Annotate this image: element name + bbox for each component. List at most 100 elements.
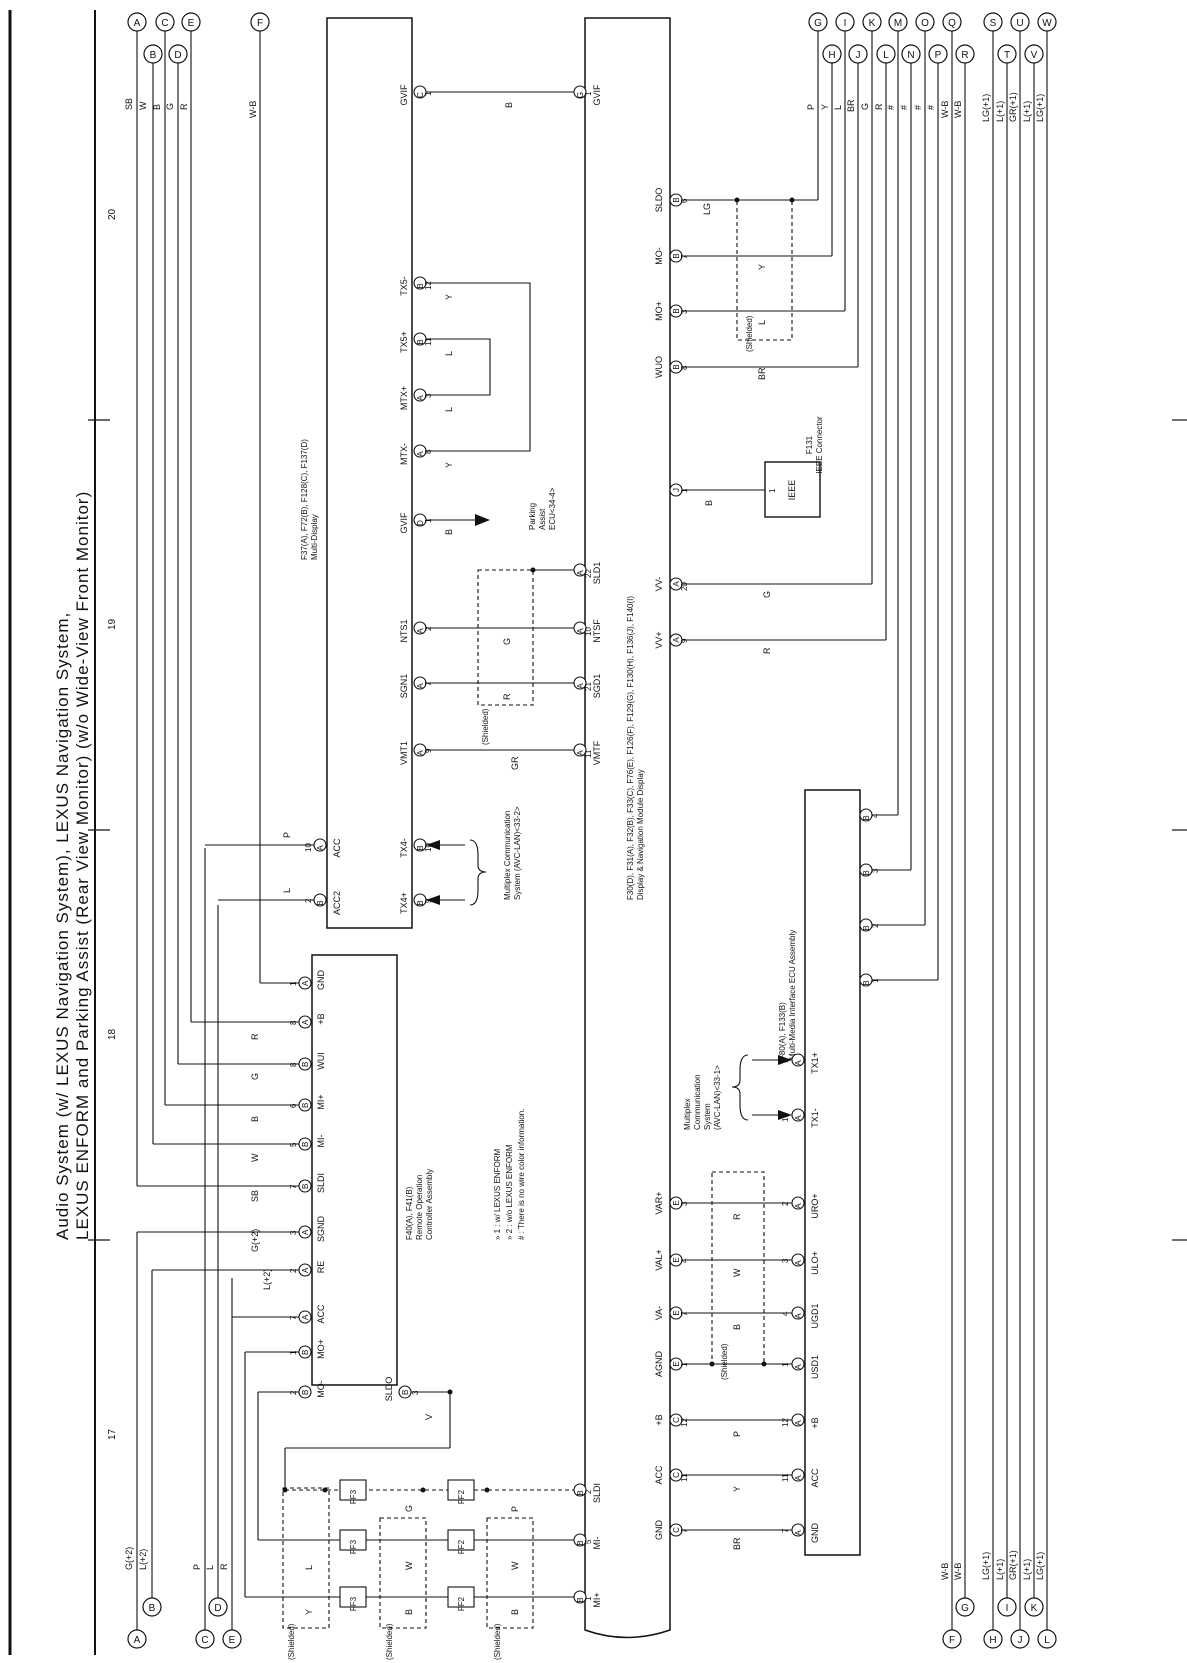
rb-wire-l1: L(+1) bbox=[995, 1559, 1005, 1580]
rc-conn-sldo: B bbox=[401, 1390, 410, 1395]
left-wire-r: R bbox=[179, 103, 189, 110]
dn-pin-mop: MO+ bbox=[654, 301, 664, 321]
mux-lower-line3: System bbox=[703, 1103, 712, 1130]
mmi-conn-urop: A bbox=[794, 1203, 803, 1209]
dn-pin-sld1: SLD1 bbox=[592, 562, 602, 585]
rc-num-wui: 8 bbox=[289, 1062, 298, 1067]
grid-number-20: 20 bbox=[107, 208, 118, 220]
rc-conn-mim: B bbox=[301, 1142, 310, 1147]
dn-pin-valp: VAL+ bbox=[654, 1249, 664, 1271]
dn-conn-agnd: E bbox=[672, 1361, 681, 1366]
dn-pin-gvif: GVIF bbox=[592, 84, 602, 106]
rc-conn-re: A bbox=[301, 1267, 310, 1273]
wire-tx5-y: Y bbox=[444, 294, 454, 300]
md-pin-vmt1: VMT1 bbox=[399, 741, 409, 765]
dn-conn-sldi: B bbox=[576, 1490, 585, 1495]
rc-conn-plusb: A bbox=[301, 1019, 310, 1025]
rc-wire-l2: L(+2) bbox=[262, 1269, 272, 1290]
rc-pin-sldi: SLDI bbox=[316, 1173, 326, 1193]
ff-wire-y: Y bbox=[304, 1609, 314, 1615]
rb-wire-lg1: LG(+1) bbox=[981, 1552, 991, 1580]
rt-wire-wb2: W-B bbox=[953, 101, 963, 118]
mmi-pin-ugd1: UGD1 bbox=[810, 1303, 820, 1328]
rt-conn-i: I bbox=[844, 18, 847, 29]
wire-mom-y: Y bbox=[757, 264, 767, 270]
dn-conn-mom: B bbox=[672, 253, 681, 258]
mux-upper-line2: System (AVC-LAN)<33-2> bbox=[513, 806, 522, 900]
rt-wire-p: P bbox=[806, 104, 816, 110]
left-top-conn-f: F bbox=[257, 18, 263, 29]
rc-conn-wui: B bbox=[301, 1062, 310, 1067]
md-conn-acc: A bbox=[316, 845, 325, 851]
ieee-connector: IEEE 1 F131 IEEE Connector bbox=[764, 416, 824, 518]
md-conn-mtxm: A bbox=[416, 451, 425, 457]
left-wire-b: B bbox=[152, 104, 162, 110]
rb-wire-l1b: L(+1) bbox=[1022, 1559, 1032, 1580]
dn-conn-vvp: A bbox=[672, 637, 681, 643]
wire-vmt-gr: GR bbox=[510, 756, 520, 770]
md-conn-vmt1: A bbox=[416, 750, 425, 756]
mmi-num-1: 1 bbox=[871, 978, 880, 983]
dn-num-plusb: 12 bbox=[680, 1418, 689, 1427]
dn-pin-mom: MO- bbox=[654, 247, 664, 265]
dn-pin-mip: MI+ bbox=[592, 1592, 602, 1607]
wire-gvif-b: B bbox=[504, 102, 514, 108]
rc-label1: F40(A), F41(B) bbox=[405, 1186, 414, 1240]
dn-conn-gnd: C bbox=[672, 1527, 681, 1533]
rc-num-mom: 2 bbox=[289, 1390, 298, 1395]
dn-num-ntsf: 10 bbox=[584, 627, 593, 636]
rt-conn-u: U bbox=[1016, 18, 1023, 29]
mmi-conn-3: B bbox=[862, 870, 871, 875]
mmi-label2: Multi-Media Interface ECU Assembly bbox=[788, 930, 797, 1060]
rt-wire-wb1: W-B bbox=[940, 101, 950, 118]
md-num-tx5m: 12 bbox=[424, 281, 433, 290]
wire-acc2-l: L bbox=[282, 888, 292, 893]
wire-vam-b: B bbox=[732, 1324, 742, 1330]
dn-pin-mim: MI- bbox=[592, 1537, 602, 1550]
md-label2: Multi-Display bbox=[310, 514, 319, 560]
dn-pin-agnd: AGND bbox=[654, 1351, 664, 1378]
rc-pin-mom: MO- bbox=[316, 1380, 326, 1398]
left-bottom-conn-b: B bbox=[149, 1603, 156, 1614]
dn-conn-vam: E bbox=[672, 1310, 681, 1315]
dn-pin-ntsf: NTSF bbox=[592, 619, 602, 643]
mmi-conn-ulop: A bbox=[794, 1260, 803, 1266]
dn-num-vvm: 20 bbox=[680, 582, 689, 591]
mmi-conn-tx1m: A bbox=[794, 1115, 803, 1121]
dn-num-sldi: 2 bbox=[584, 1489, 593, 1494]
rc-num-re: 2 bbox=[289, 1268, 298, 1273]
mmi-conn-plusb: A bbox=[794, 1420, 803, 1426]
rb-wire-lg1b: LG(+1) bbox=[1035, 1552, 1045, 1580]
rt-wire-r: R bbox=[874, 103, 884, 110]
md-conn-mtxp: A bbox=[416, 395, 425, 401]
rc-pin-mim: MI- bbox=[316, 1135, 326, 1148]
wire-wuo-br: BR bbox=[757, 367, 767, 380]
mmi-num-ugd1: 4 bbox=[781, 1311, 790, 1316]
rt-conn-o: O bbox=[921, 18, 929, 29]
rc-conn-mom: B bbox=[301, 1390, 310, 1395]
rc-pin-mip: MI+ bbox=[316, 1094, 326, 1109]
left-bottom-wire-g2: G(+2) bbox=[124, 1547, 134, 1570]
ff2-label-a: FF2 bbox=[457, 1489, 466, 1504]
wire-val-w: W bbox=[732, 1268, 742, 1277]
rc-conn-gnd: A bbox=[301, 980, 310, 986]
wire-accw-y: Y bbox=[732, 1486, 742, 1492]
ieee-inner: IEEE bbox=[787, 480, 797, 501]
mmi-pin-gnd: GND bbox=[810, 1523, 820, 1544]
mmi-ecu-box: F80(A), F133(B) Multi-Media Interface EC… bbox=[778, 789, 880, 1556]
ff2-label-c: FF2 bbox=[457, 1596, 466, 1611]
md-pin-nts1: NTS1 bbox=[399, 619, 409, 642]
rc-wire-w: W bbox=[250, 1153, 260, 1162]
wire-gnd-br: BR bbox=[732, 1537, 742, 1550]
mmi-pin-usd1: USD1 bbox=[810, 1355, 820, 1379]
mmi-pin-tx1m: TX1- bbox=[810, 1108, 820, 1128]
rb-conn-g: G bbox=[961, 1603, 969, 1614]
dn-num-acc: 11 bbox=[680, 1473, 689, 1482]
left-wire-wb: W-B bbox=[248, 101, 258, 118]
rc-num-plusb: 8 bbox=[289, 1020, 298, 1025]
mmi-num-3: 3 bbox=[871, 868, 880, 873]
md-conn-tx5p: B bbox=[416, 339, 425, 344]
rt-conn-q: Q bbox=[948, 18, 956, 29]
md-pin-tx4m: TX4- bbox=[399, 838, 409, 858]
